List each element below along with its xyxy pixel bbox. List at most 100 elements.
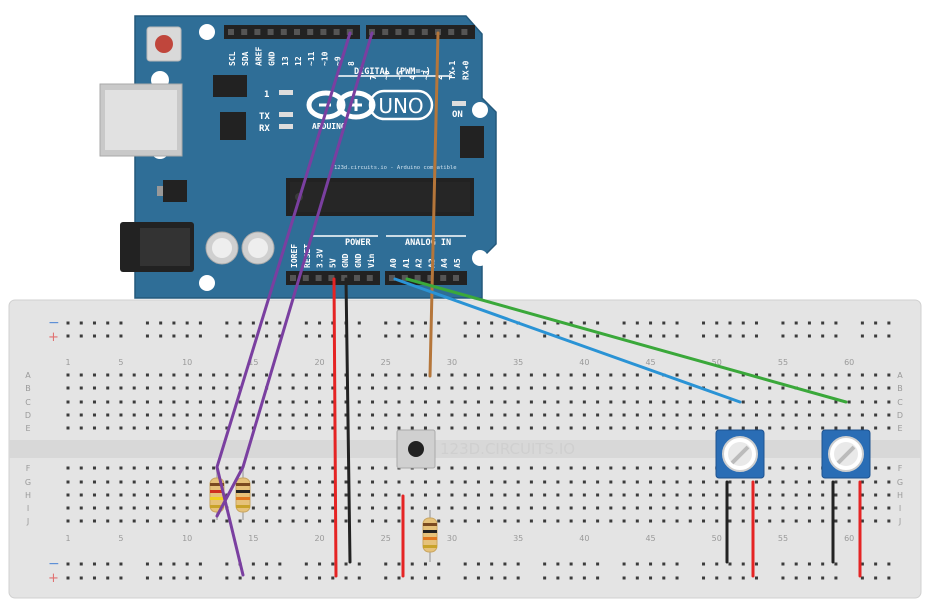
breadboard-hole[interactable]: [874, 480, 878, 484]
rail-hole[interactable]: [675, 576, 679, 580]
breadboard-hole[interactable]: [543, 426, 547, 430]
breadboard-hole[interactable]: [397, 480, 401, 484]
breadboard-hole[interactable]: [357, 386, 361, 390]
breadboard-hole[interactable]: [318, 386, 322, 390]
breadboard-hole[interactable]: [384, 413, 388, 417]
breadboard-hole[interactable]: [821, 493, 825, 497]
breadboard-hole[interactable]: [490, 519, 494, 523]
rail-hole[interactable]: [635, 562, 639, 566]
breadboard-hole[interactable]: [265, 480, 269, 484]
breadboard-hole[interactable]: [476, 400, 480, 404]
breadboard-hole[interactable]: [715, 493, 719, 497]
rail-hole[interactable]: [556, 321, 560, 325]
potentiometer-2[interactable]: [821, 429, 871, 479]
breadboard-hole[interactable]: [463, 493, 467, 497]
breadboard-hole[interactable]: [318, 426, 322, 430]
breadboard-hole[interactable]: [450, 519, 454, 523]
rail-hole[interactable]: [516, 334, 520, 338]
breadboard-hole[interactable]: [450, 386, 454, 390]
breadboard-hole[interactable]: [794, 373, 798, 377]
breadboard-hole[interactable]: [371, 426, 375, 430]
breadboard-hole[interactable]: [371, 466, 375, 470]
rail-hole[interactable]: [874, 321, 878, 325]
rail-hole[interactable]: [397, 576, 401, 580]
breadboard-hole[interactable]: [781, 426, 785, 430]
breadboard-hole[interactable]: [225, 466, 229, 470]
breadboard-hole[interactable]: [635, 373, 639, 377]
breadboard-hole[interactable]: [92, 386, 96, 390]
breadboard-hole[interactable]: [450, 373, 454, 377]
breadboard-hole[interactable]: [66, 413, 70, 417]
rail-hole[interactable]: [807, 334, 811, 338]
breadboard-hole[interactable]: [145, 373, 149, 377]
breadboard-hole[interactable]: [132, 413, 136, 417]
breadboard-hole[interactable]: [887, 426, 891, 430]
rail-hole[interactable]: [225, 562, 229, 566]
breadboard-hole[interactable]: [887, 400, 891, 404]
breadboard-hole[interactable]: [635, 426, 639, 430]
breadboard-hole[interactable]: [450, 493, 454, 497]
breadboard-hole[interactable]: [238, 466, 242, 470]
rail-hole[interactable]: [503, 334, 507, 338]
breadboard-hole[interactable]: [251, 373, 255, 377]
rail-hole[interactable]: [278, 562, 282, 566]
rail-hole[interactable]: [437, 562, 441, 566]
breadboard-hole[interactable]: [92, 506, 96, 510]
breadboard-hole[interactable]: [238, 519, 242, 523]
rail-hole[interactable]: [728, 562, 732, 566]
breadboard-hole[interactable]: [741, 480, 745, 484]
rail-hole[interactable]: [834, 321, 838, 325]
breadboard-hole[interactable]: [304, 506, 308, 510]
breadboard-hole[interactable]: [278, 519, 282, 523]
rail-hole[interactable]: [675, 562, 679, 566]
breadboard-hole[interactable]: [556, 373, 560, 377]
breadboard-hole[interactable]: [728, 506, 732, 510]
breadboard-hole[interactable]: [251, 386, 255, 390]
rail-hole[interactable]: [92, 321, 96, 325]
rail-hole[interactable]: [79, 334, 83, 338]
breadboard-hole[interactable]: [304, 480, 308, 484]
breadboard-hole[interactable]: [609, 426, 613, 430]
breadboard-hole[interactable]: [119, 373, 123, 377]
breadboard-hole[interactable]: [410, 519, 414, 523]
rail-hole[interactable]: [622, 562, 626, 566]
rail-hole[interactable]: [145, 321, 149, 325]
breadboard-hole[interactable]: [887, 413, 891, 417]
rail-hole[interactable]: [490, 321, 494, 325]
rail-hole[interactable]: [476, 334, 480, 338]
breadboard-hole[interactable]: [688, 400, 692, 404]
breadboard-hole[interactable]: [198, 480, 202, 484]
rail-hole[interactable]: [807, 321, 811, 325]
rail-hole[interactable]: [79, 321, 83, 325]
breadboard-hole[interactable]: [185, 386, 189, 390]
breadboard-hole[interactable]: [715, 413, 719, 417]
breadboard-hole[interactable]: [185, 413, 189, 417]
rail-hole[interactable]: [66, 562, 70, 566]
breadboard-hole[interactable]: [675, 400, 679, 404]
breadboard-hole[interactable]: [860, 506, 864, 510]
rail-hole[interactable]: [781, 334, 785, 338]
breadboard-hole[interactable]: [490, 466, 494, 470]
breadboard-hole[interactable]: [728, 426, 732, 430]
breadboard-hole[interactable]: [516, 373, 520, 377]
breadboard-hole[interactable]: [79, 386, 83, 390]
breadboard-hole[interactable]: [622, 386, 626, 390]
breadboard-hole[interactable]: [318, 466, 322, 470]
breadboard-hole[interactable]: [807, 466, 811, 470]
breadboard-hole[interactable]: [410, 480, 414, 484]
rail-hole[interactable]: [384, 321, 388, 325]
header-pin[interactable]: [290, 275, 296, 281]
breadboard-hole[interactable]: [662, 466, 666, 470]
breadboard-hole[interactable]: [119, 426, 123, 430]
breadboard-hole[interactable]: [106, 466, 110, 470]
breadboard-hole[interactable]: [715, 519, 719, 523]
rail-hole[interactable]: [874, 576, 878, 580]
rail-hole[interactable]: [265, 321, 269, 325]
rail-hole[interactable]: [251, 321, 255, 325]
breadboard-hole[interactable]: [291, 506, 295, 510]
header-pin[interactable]: [302, 275, 309, 281]
breadboard-hole[interactable]: [490, 413, 494, 417]
breadboard-hole[interactable]: [450, 413, 454, 417]
breadboard-hole[interactable]: [450, 466, 454, 470]
breadboard-hole[interactable]: [860, 519, 864, 523]
